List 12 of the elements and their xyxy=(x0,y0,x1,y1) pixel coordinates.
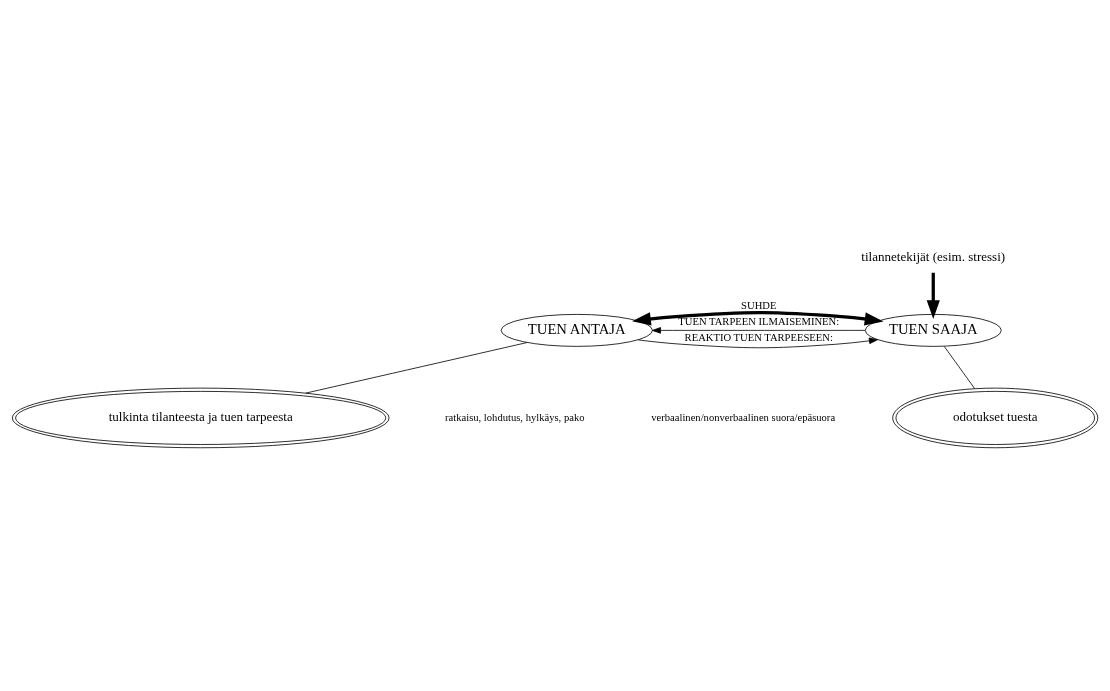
label: ratkaisu, lohdutus, hylkäys, pako xyxy=(445,411,585,423)
connector xyxy=(943,346,976,390)
edge-label: TUEN TARPEEN ILMAISEMINEN: xyxy=(678,316,840,327)
arrow xyxy=(926,272,940,320)
connector xyxy=(305,342,528,394)
edge-label: SUHDE xyxy=(741,299,777,311)
edge-label: REAKTIO TUEN TARPEESEEN: xyxy=(684,332,833,344)
label: verbaalinen/nonverbaalinen suora/epäsuora xyxy=(651,411,836,423)
arrow xyxy=(651,327,866,334)
node-text: tilannetekijät (esim. stressi) xyxy=(861,249,1006,265)
arrow xyxy=(637,337,878,349)
arrow xyxy=(632,310,884,326)
